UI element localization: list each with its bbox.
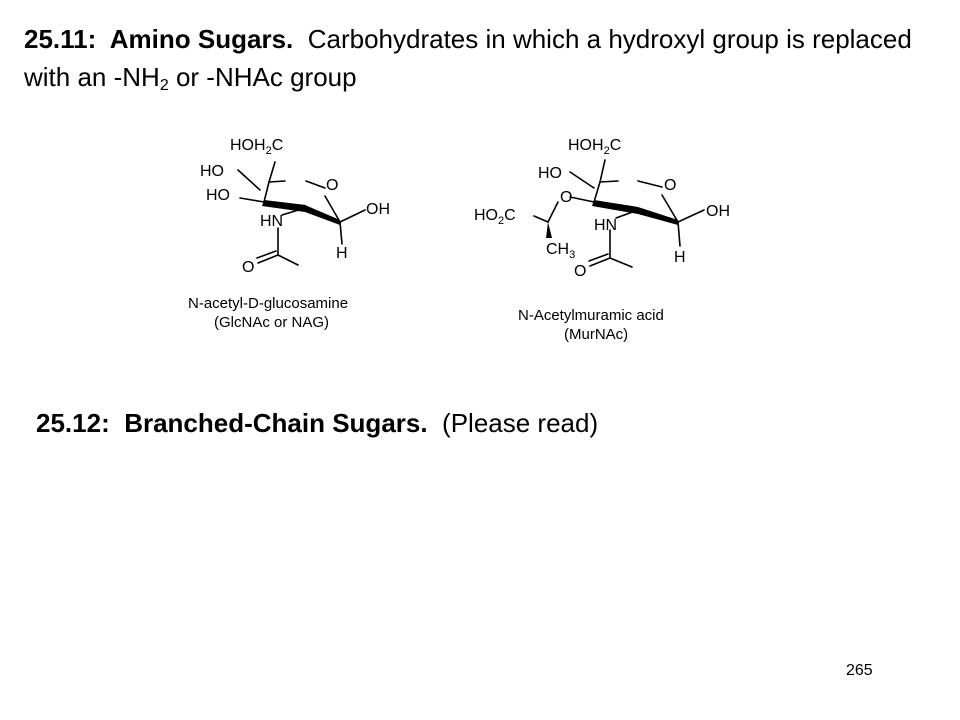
section-heading-amino-sugars: 25.11: Amino Sugars. Carbohydrates in wh… xyxy=(24,20,924,96)
glcnac-caption: N-acetyl-D-glucosamine xyxy=(188,295,348,312)
section-description: Carbohydrates in which a hydroxyl group … xyxy=(24,24,912,92)
murnac-label-ch3: CH3 xyxy=(546,241,575,261)
glcnac-label-hoh: HOH2C xyxy=(230,137,283,157)
glcnac-label-o-acetyl: O xyxy=(242,259,254,276)
section-heading-branched-sugars: 25.12: Branched-Chain Sugars. (Please re… xyxy=(36,404,598,442)
glcnac-structure: HOH2C HO HO O OH HN H O N-acetyl-D-gluco… xyxy=(188,137,390,331)
section-number: 25.11: xyxy=(24,24,97,54)
section-title: Amino Sugars. xyxy=(109,24,294,54)
murnac-label-ho2c: HO2C xyxy=(474,207,516,227)
murnac-label-ho: HO xyxy=(538,165,562,182)
subscript-2: 2 xyxy=(159,77,169,94)
glcnac-label-ho-2: HO xyxy=(206,187,230,204)
glcnac-label-oh: OH xyxy=(366,201,390,218)
section2-number: 25.12: xyxy=(36,408,110,438)
glcnac-label-o-ring: O xyxy=(326,177,338,194)
glcnac-caption-abbr: (GlcNAc or NAG) xyxy=(214,314,329,331)
page-number: 265 xyxy=(846,662,873,679)
murnac-label-o-acetyl: O xyxy=(574,263,586,280)
glcnac-label-ho-1: HO xyxy=(200,163,224,180)
glcnac-label-hn: HN xyxy=(260,213,283,230)
section-description-end: or -NHAc group xyxy=(168,62,357,92)
murnac-caption-abbr: (MurNAc) xyxy=(564,326,628,343)
section2-title: Branched-Chain Sugars. xyxy=(124,408,428,438)
murnac-label-o-ether: O xyxy=(560,189,572,206)
murnac-label-hn: HN xyxy=(594,217,617,234)
murnac-caption: N-Acetylmuramic acid xyxy=(518,307,664,324)
murnac-label-o-ring: O xyxy=(664,177,676,194)
glcnac-label-h: H xyxy=(336,245,348,262)
murnac-label-h: H xyxy=(674,249,686,266)
murnac-label-oh: OH xyxy=(706,203,730,220)
section2-note: (Please read) xyxy=(442,408,599,438)
murnac-structure: HOH2C HO O O HO2C CH3 HN OH H O N-Acetyl… xyxy=(474,137,730,343)
murnac-label-hoh: HOH2C xyxy=(568,137,621,157)
